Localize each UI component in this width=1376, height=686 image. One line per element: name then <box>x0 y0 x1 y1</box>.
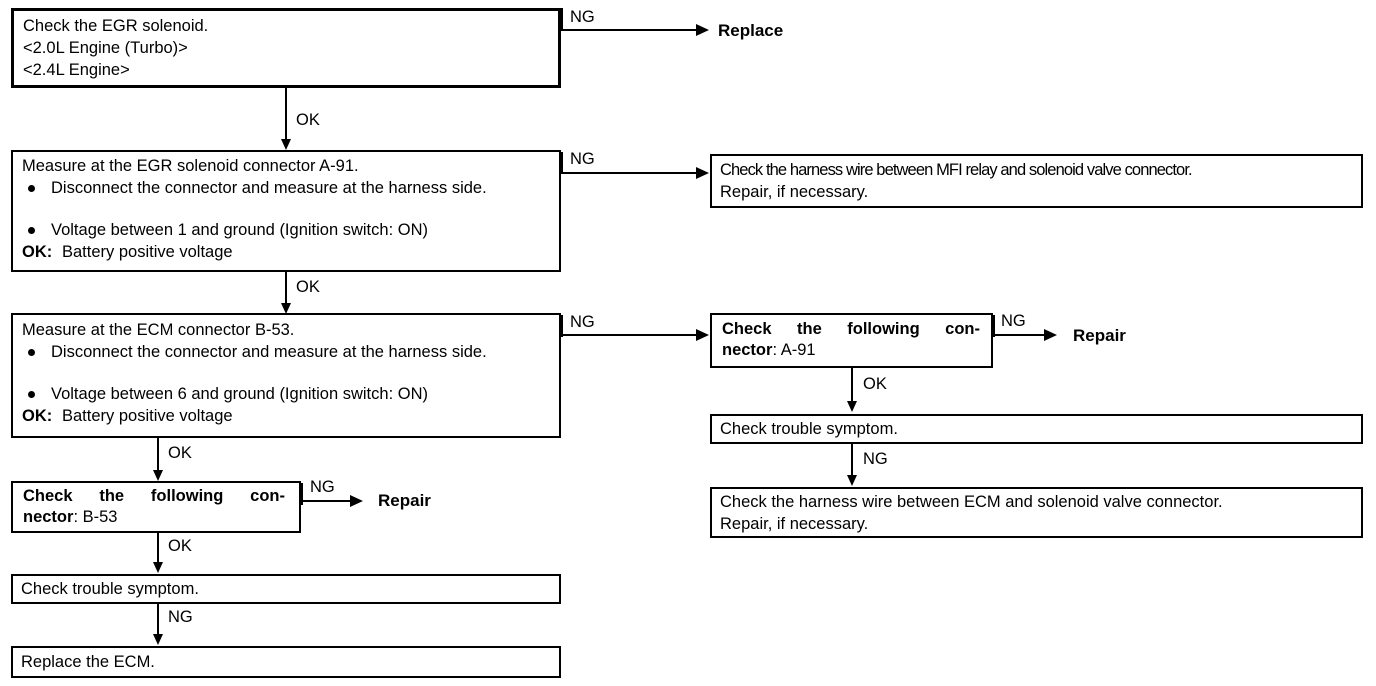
box-bullet: Voltage between 6 and ground (Ignition s… <box>51 385 428 403</box>
box-check-trouble-symptom-left: Check trouble symptom. <box>11 574 561 604</box>
box-line: Check trouble symptom. <box>21 580 199 598</box>
edge-label-ng-4: NG <box>1001 312 1026 330</box>
box-heading: Measure at the EGR solenoid connector A-… <box>22 157 359 175</box>
edge-ng-6-line <box>301 500 351 502</box>
edge-ng-2-arrowhead <box>696 167 709 179</box>
edge-ok-5-line <box>157 533 159 565</box>
edge-ok-2-arrowhead <box>281 303 291 314</box>
box-check-connector-b53: Check the following con- nector: B-53 <box>11 481 301 533</box>
box-result-label: OK: <box>22 407 53 425</box>
edge-ng-7-arrowhead <box>153 634 163 645</box>
box-line: Check the following con- <box>23 487 285 505</box>
edge-ok-1-line <box>285 88 287 140</box>
edge-ok-4-line <box>157 438 159 472</box>
box-line: Repair, if necessary. <box>720 515 869 533</box>
box-check-harness-mfi: Check the harness wire between MFI relay… <box>710 154 1363 208</box>
edge-ng-1-stub <box>561 8 563 30</box>
edge-ng-3-line <box>561 334 697 336</box>
edge-ok-5-arrowhead <box>153 562 163 573</box>
edge-ok-3-line <box>851 368 853 404</box>
box-bullet: Voltage between 1 and ground (Ignition s… <box>51 221 428 239</box>
edge-label-ng-7: NG <box>168 608 193 626</box>
edge-ng-6-stub <box>301 483 303 505</box>
box-result-value: Battery positive voltage <box>62 243 233 261</box>
edge-label-ok-2: OK <box>296 278 320 296</box>
box-check-harness-ecm: Check the harness wire between ECM and s… <box>710 487 1363 538</box>
bullet-icon <box>28 185 35 192</box>
box-replace-the-ecm: Replace the ECM. <box>11 646 561 678</box>
edge-label-ok-1: OK <box>296 111 320 129</box>
box-heading: Measure at the ECM connector B-53. <box>22 321 295 339</box>
box-result-value: Battery positive voltage <box>62 407 233 425</box>
box-bullet: Disconnect the connector and measure at … <box>51 179 487 197</box>
box-line: nector <box>722 341 773 359</box>
edge-label-ng-3: NG <box>570 313 595 331</box>
edge-ng-6-arrowhead <box>350 495 363 507</box>
edge-ng-4-stub <box>993 315 995 337</box>
box-measure-egr-connector: Measure at the EGR solenoid connector A-… <box>11 150 561 272</box>
edge-label-ok-4: OK <box>168 444 192 462</box>
box-line: Replace the ECM. <box>21 653 155 671</box>
edge-ng-5-arrowhead <box>847 475 857 486</box>
terminal-replace: Replace <box>718 21 784 40</box>
box-line: Check trouble symptom. <box>720 420 898 438</box>
box-measure-ecm-connector: Measure at the ECM connector B-53. Disco… <box>11 313 561 438</box>
edge-label-ok-5: OK <box>168 537 192 555</box>
box-line: <2.0L Engine (Turbo)> <box>23 39 188 57</box>
edge-ng-4-line <box>993 334 1045 336</box>
edge-ng-2-stub <box>561 152 563 174</box>
bullet-icon <box>28 227 35 234</box>
box-bullet: Disconnect the connector and measure at … <box>51 343 487 361</box>
box-line: Repair, if necessary. <box>720 183 869 201</box>
edge-ok-2-line <box>285 272 287 308</box>
edge-ng-3-stub <box>561 315 563 337</box>
edge-label-ng-2: NG <box>570 150 595 168</box>
edge-ng-4-arrowhead <box>1044 329 1057 341</box>
box-line: Check the following con- <box>722 320 980 338</box>
box-line-tail: : A-91 <box>772 341 816 359</box>
terminal-repair-b53: Repair <box>378 491 431 510</box>
bullet-icon <box>28 391 35 398</box>
edge-label-ok-3: OK <box>863 375 887 393</box>
edge-ng-1-line <box>561 29 697 31</box>
edge-ng-2-line <box>561 172 697 174</box>
edge-ok-4-arrowhead <box>153 470 163 481</box>
box-line: Check the harness wire between ECM and s… <box>720 493 1223 511</box>
box-line-tail: : B-53 <box>73 508 118 526</box>
bullet-icon <box>28 349 35 356</box>
edge-ng-5-line <box>851 444 853 478</box>
box-line: Check the harness wire between MFI relay… <box>720 161 1193 179</box>
box-line: nector <box>23 508 74 526</box>
box-line: <2.4L Engine> <box>23 61 130 79</box>
box-check-trouble-symptom-right: Check trouble symptom. <box>710 414 1363 444</box>
edge-ng-3-arrowhead <box>696 329 709 341</box>
edge-label-ng-1: NG <box>570 8 595 26</box>
edge-ok-1-arrowhead <box>281 139 291 150</box>
edge-label-ng-6: NG <box>310 478 335 496</box>
edge-ng-1-arrowhead <box>696 24 709 36</box>
box-check-connector-a91: Check the following con- nector: A-91 <box>710 313 993 368</box>
edge-label-ng-5: NG <box>863 450 888 468</box>
box-result-label: OK: <box>22 243 53 261</box>
terminal-repair-a91: Repair <box>1073 326 1126 345</box>
box-check-egr-solenoid: Check the EGR solenoid. <2.0L Engine (Tu… <box>11 8 561 88</box>
edge-ng-7-line <box>157 604 159 636</box>
edge-ok-3-arrowhead <box>847 401 857 412</box>
box-line: Check the EGR solenoid. <box>23 17 209 35</box>
